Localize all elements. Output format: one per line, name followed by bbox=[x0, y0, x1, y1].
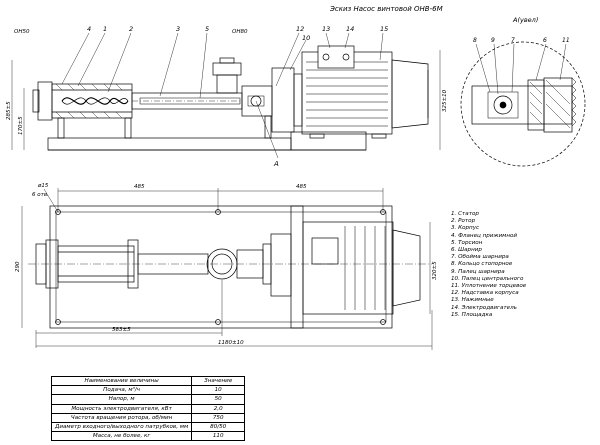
plan-lantern bbox=[270, 233, 292, 297]
spec-row: Частота вращения ротора, об/мин 750 bbox=[50, 412, 246, 423]
callout-12: 12 bbox=[296, 25, 304, 33]
legend-item: 14. Электродвигатель bbox=[451, 304, 517, 311]
spec-row-value: 750 bbox=[191, 412, 246, 423]
spec-row-value: 50 bbox=[191, 394, 246, 405]
detail-circle bbox=[460, 41, 586, 167]
dim-dn80: ОН80 bbox=[232, 29, 248, 35]
spec-row: Мощность электродвигателя, кВт 2,0 bbox=[50, 403, 246, 414]
callout-2: 2 bbox=[129, 25, 133, 33]
spec-row: Масса, не более, кг 110 bbox=[50, 431, 246, 442]
spec-row: Диаметр входного/выходного патрубков, мм… bbox=[50, 421, 246, 433]
spec-row: Подача, м³/ч 10 bbox=[50, 385, 246, 396]
mounting-holes bbox=[55, 209, 386, 325]
callout-13: 13 bbox=[322, 25, 330, 33]
dim-320: 320±5 bbox=[432, 261, 438, 280]
spec-header-name: Наименование величины bbox=[50, 375, 193, 387]
base-plate bbox=[47, 137, 292, 151]
plan-view: 485 485 ø15 6 отв. bbox=[15, 183, 438, 350]
detail-callout-8: 8 bbox=[473, 37, 477, 44]
callout-10: 10 bbox=[302, 34, 310, 42]
legend-item: 5. Торсион bbox=[451, 239, 483, 246]
base-frame bbox=[49, 205, 393, 329]
legend-item: 2. Ротор bbox=[451, 218, 476, 225]
plan-terminal-box bbox=[311, 237, 339, 265]
legend-item: 6. Шарнир bbox=[451, 247, 482, 254]
detail-label: А(увел) bbox=[512, 16, 538, 24]
detail-callout-9: 9 bbox=[491, 37, 495, 44]
legend-item: 11. Уплотнение торцевое bbox=[451, 283, 527, 290]
motor-base bbox=[290, 131, 367, 151]
dim-485-a: 485 bbox=[134, 184, 145, 190]
plan-fan-cover bbox=[392, 229, 421, 307]
detail-a: А(увел) 8 9 7 6 11 bbox=[460, 16, 586, 167]
spec-row-value: 110 bbox=[191, 431, 246, 442]
dim-170: 170±5 bbox=[18, 116, 24, 135]
torsion-shaft bbox=[139, 97, 241, 105]
detail-callout-7: 7 bbox=[511, 37, 515, 44]
joint-housing bbox=[241, 85, 273, 117]
drawing-title: Эскиз Насос винтовой ОНВ-6М bbox=[329, 5, 443, 13]
side-view: 4 1 2 3 5 12 10 13 14 15 ОН50 ОН80 285±5… bbox=[6, 25, 448, 168]
detail-callout-11: 11 bbox=[562, 37, 570, 44]
spec-row-name: Мощность электродвигателя, кВт bbox=[50, 403, 193, 414]
callout-4: 4 bbox=[87, 25, 91, 33]
spec-row-value: 80/50 bbox=[191, 421, 246, 433]
spec-table: Наименование величины Значение Подача, м… bbox=[50, 375, 246, 442]
dim-583: 583±5 bbox=[112, 327, 131, 333]
dim-dn50: ОН50 bbox=[14, 29, 30, 35]
legend-item: 9. Палец шарнира bbox=[451, 268, 505, 275]
legend-item: 4. Фланец прижимной bbox=[451, 232, 518, 239]
spec-row-name: Диаметр входного/выходного патрубков, мм bbox=[50, 421, 193, 433]
legend-item: 7. Обойма шарнира bbox=[451, 254, 509, 261]
spec-row-name: Частота вращения ротора, об/мин bbox=[50, 412, 193, 423]
inlet-nozzle bbox=[212, 62, 242, 76]
legend-item: 1. Статор bbox=[451, 211, 479, 217]
plan-motor bbox=[302, 221, 394, 315]
view-marker-a: А bbox=[273, 160, 279, 168]
legend-item: 8. Кольцо стопорное bbox=[451, 261, 513, 268]
spec-header-row: Наименование величины Значение bbox=[50, 375, 246, 387]
dim-285: 285±5 bbox=[6, 101, 12, 120]
legend-item: 3. Корпус bbox=[451, 225, 480, 232]
dim-290: 290 bbox=[15, 261, 21, 272]
callout-5: 5 bbox=[205, 25, 209, 33]
legend-item: 10. Палец центрального bbox=[451, 275, 524, 282]
dim-325: 325±10 bbox=[442, 89, 448, 112]
callout-1: 1 bbox=[103, 25, 107, 33]
detail-callout-6: 6 bbox=[543, 37, 547, 44]
callout-15: 15 bbox=[380, 25, 388, 33]
legend-item: 15. Площадка bbox=[451, 311, 493, 318]
spec-row-value: 2,0 bbox=[191, 403, 246, 414]
fan-cover bbox=[391, 59, 429, 129]
stator bbox=[51, 83, 133, 119]
pressure-flange bbox=[37, 81, 53, 121]
holes-dia: ø15 bbox=[37, 183, 49, 189]
callout-3: 3 bbox=[176, 25, 180, 33]
spec-row-name: Подача, м³/ч bbox=[50, 385, 193, 396]
dim-485-b: 485 bbox=[296, 184, 307, 190]
legend-item: 13. Нажимные bbox=[451, 297, 494, 304]
detail-housing bbox=[471, 85, 573, 125]
spec-row: Напор, м 50 bbox=[50, 394, 246, 405]
legend-item: 12. Надставка корпуса bbox=[451, 290, 519, 297]
holes-count: 6 отв. bbox=[32, 192, 49, 198]
terminal-box bbox=[317, 45, 355, 69]
spec-row-name: Напор, м bbox=[50, 394, 193, 405]
lantern bbox=[271, 67, 295, 133]
callout-14: 14 bbox=[346, 25, 354, 33]
dim-1180: 1180±10 bbox=[218, 340, 244, 346]
spec-row-value: 10 bbox=[191, 385, 246, 396]
spec-row-name: Масса, не более, кг bbox=[50, 431, 193, 442]
spec-header-value: Значение bbox=[191, 375, 246, 387]
